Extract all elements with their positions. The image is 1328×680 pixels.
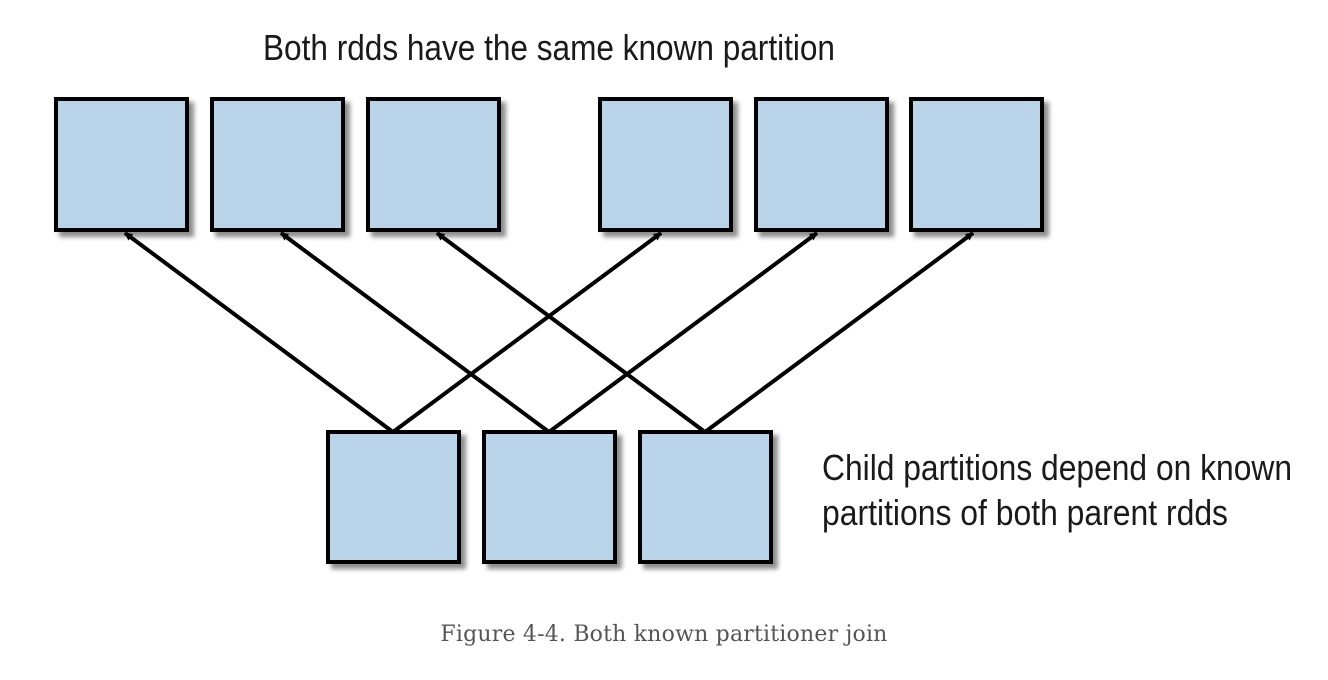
parent-partition xyxy=(366,97,501,232)
dependency-arrow xyxy=(703,231,975,434)
child-partition xyxy=(482,430,617,564)
join-diagram: Both rdds have the same known partition … xyxy=(54,27,1292,564)
dependency-arrow xyxy=(391,231,663,434)
top-label: Both rdds have the same known partition xyxy=(263,27,835,68)
child-partition xyxy=(638,430,773,564)
figure-caption: Figure 4-4. Both known partitioner join xyxy=(440,622,888,647)
parent-partition xyxy=(210,97,345,232)
parent-partition xyxy=(754,97,889,232)
dependency-arrow xyxy=(435,231,707,434)
parent-partition xyxy=(909,97,1044,232)
side-label-line: Child partitions depend on known xyxy=(822,447,1292,488)
dependency-arrow xyxy=(123,231,395,434)
side-label: Child partitions depend on known partiti… xyxy=(822,447,1292,533)
parent-partition xyxy=(598,97,733,232)
parent-partition xyxy=(54,97,189,232)
parent-rdd-left xyxy=(54,97,501,232)
dependency-arrow xyxy=(547,231,819,434)
dependency-arrow xyxy=(279,231,551,434)
parent-rdd-right xyxy=(598,97,1044,232)
child-partition xyxy=(326,430,461,564)
dependency-arrows xyxy=(123,231,975,434)
child-rdd xyxy=(326,430,773,564)
side-label-line: partitions of both parent rdds xyxy=(822,492,1228,533)
